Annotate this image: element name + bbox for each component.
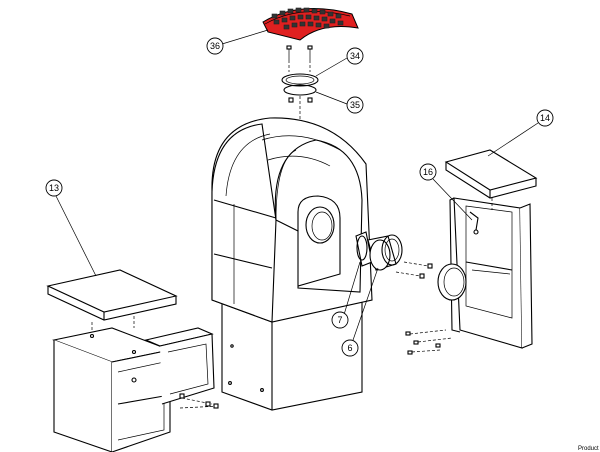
left-cabinet[interactable] [52, 327, 215, 452]
grill-top-screws [286, 45, 313, 72]
part-6-burner-tube[interactable] [367, 234, 403, 271]
right-cabinet-screws [405, 329, 453, 355]
footer-label: Product [578, 446, 599, 452]
svg-text:14: 14 [540, 113, 550, 123]
callout-6[interactable]: 6 [341, 339, 359, 357]
callout-16[interactable]: 16 [419, 163, 437, 181]
callout-leaders [55, 29, 539, 344]
part-36-grill-top[interactable] [262, 7, 359, 41]
part-35-ring[interactable] [283, 84, 317, 96]
main-body[interactable] [211, 117, 373, 411]
part-34-ring[interactable] [281, 73, 319, 87]
svg-text:7: 7 [337, 315, 342, 325]
callout-34[interactable]: 34 [346, 47, 364, 65]
svg-text:16: 16 [423, 167, 433, 177]
part-16-right-cabinet[interactable] [437, 197, 533, 349]
ring-nut [307, 97, 313, 103]
svg-text:36: 36 [210, 41, 220, 51]
part-14-top-board[interactable] [444, 149, 538, 210]
svg-text:35: 35 [350, 100, 360, 110]
part-13-left-top-board[interactable] [46, 269, 178, 334]
left-cabinet-screws [179, 393, 221, 409]
callout-35[interactable]: 35 [346, 96, 364, 114]
svg-text:34: 34 [350, 51, 360, 61]
burner-screws [395, 261, 433, 279]
callout-14[interactable]: 14 [536, 109, 554, 127]
callout-13[interactable]: 13 [45, 179, 63, 197]
callout-36[interactable]: 36 [206, 37, 224, 55]
ring-nut [288, 97, 294, 103]
svg-text:13: 13 [49, 183, 59, 193]
callout-7[interactable]: 7 [331, 311, 349, 329]
svg-text:6: 6 [347, 343, 352, 353]
